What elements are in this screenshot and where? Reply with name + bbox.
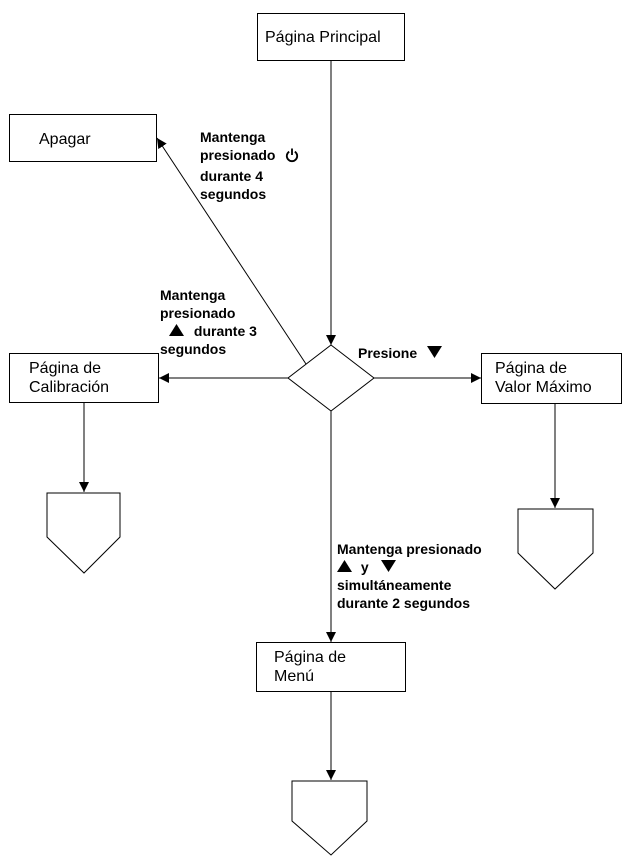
offpage-connector-valor-maximo <box>517 508 594 590</box>
edge-label-calibracion: Mantenga presionado durante 3 segundos <box>160 286 257 358</box>
node-pagina-calibracion: Página de Calibración <box>9 353 159 403</box>
up-triangle-icon <box>337 558 352 576</box>
node-menu-line-2: Menú <box>274 668 315 685</box>
edge-label-calibracion-line-2: presionado <box>160 305 236 321</box>
node-pagina-menu: Página de Menú <box>256 642 406 692</box>
edge-label-menu-and: y <box>360 559 369 575</box>
edge-label-apagar-line-2: presionado <box>200 147 276 163</box>
up-triangle-icon <box>169 322 184 340</box>
edge-label-menu-line-3: simultáneamente <box>337 577 452 593</box>
offpage-connector-calibracion <box>46 492 121 574</box>
node-pagina-principal-label: Página Principal <box>265 29 381 46</box>
edge-label-calibracion-line-3-wrap: durante 3 <box>160 322 257 340</box>
node-valor-maximo-line-2: Valor Máximo <box>495 379 592 396</box>
down-triangle-icon <box>380 558 396 576</box>
edge-label-menu: Mantenga presionado y simultáneamente du… <box>337 540 482 612</box>
edge-label-apagar: Mantenga presionado durante 4 segundos <box>200 128 299 203</box>
node-apagar: Apagar <box>9 114 157 162</box>
edge-label-apagar-line-4: segundos <box>200 186 267 202</box>
edge-label-apagar-line-3: durante 4 <box>200 168 264 184</box>
node-menu-line-1: Página de <box>274 649 347 666</box>
node-pagina-valor-maximo: Página de Valor Máximo <box>481 353 622 404</box>
edge-decision-to-apagar <box>156 137 307 365</box>
edge-label-calibracion-line-1: Mantenga <box>160 287 226 303</box>
edge-label-calibracion-line-4: segundos <box>160 341 227 357</box>
offpage-connector-menu <box>291 780 368 856</box>
edge-label-calibracion-line-3: durante 3 <box>193 323 257 339</box>
edge-label-valor-maximo-text: Presione <box>358 345 418 361</box>
node-calibracion-line-2: Calibración <box>29 379 110 396</box>
node-valor-maximo-line-1: Página de <box>495 360 568 377</box>
down-triangle-icon <box>427 344 443 362</box>
edge-label-apagar-line-1: Mantenga <box>200 129 266 145</box>
edge-label-apagar-line-2-wrap: presionado <box>200 146 299 167</box>
edge-label-menu-line-2-wrap: y <box>337 558 482 576</box>
power-icon <box>285 148 299 167</box>
node-calibracion-line-1: Página de <box>29 360 102 377</box>
edge-label-valor-maximo: Presione <box>358 344 443 362</box>
edge-label-menu-line-1: Mantenga presionado <box>337 541 482 557</box>
node-apagar-label: Apagar <box>39 131 91 148</box>
edge-label-menu-line-4: durante 2 segundos <box>337 595 471 611</box>
node-pagina-principal: Página Principal <box>257 13 405 61</box>
